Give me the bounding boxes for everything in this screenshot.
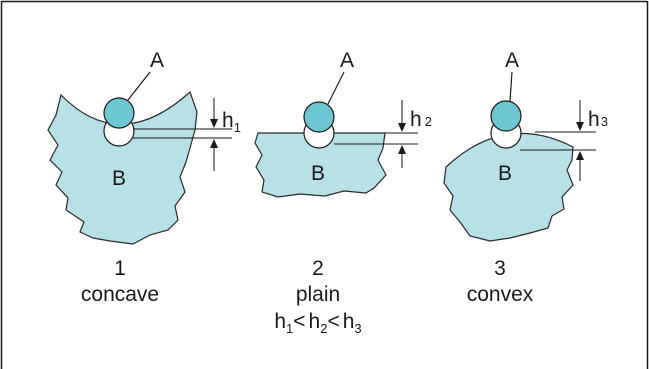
dim-arrowhead-bottom-concave bbox=[210, 139, 218, 148]
dim-arrowhead-bottom-convex bbox=[576, 151, 584, 160]
label-a-plain: A bbox=[340, 49, 354, 72]
panel-number-3: 3 bbox=[494, 257, 506, 280]
panel-convex: A B h3 3 convex bbox=[443, 49, 608, 306]
panel-name-concave: concave bbox=[81, 283, 159, 306]
label-b-convex: B bbox=[498, 162, 512, 185]
dim-arrowhead-bottom-plain bbox=[398, 145, 406, 154]
panel-number-2: 2 bbox=[312, 257, 324, 280]
label-a-convex: A bbox=[505, 49, 519, 72]
dim-label-h3: h3 bbox=[588, 108, 608, 131]
sphere-a-convex bbox=[490, 100, 522, 132]
label-b-plain: B bbox=[311, 162, 325, 185]
leader-a-concave bbox=[127, 71, 151, 101]
panel-name-plain: plain bbox=[296, 283, 340, 306]
sphere-a-concave bbox=[103, 97, 135, 129]
panel-concave: A B h1 1 concave bbox=[47, 49, 241, 306]
label-a-concave: A bbox=[150, 49, 164, 72]
dim-label-h1: h1 bbox=[222, 109, 241, 135]
body-b-convex bbox=[443, 132, 574, 242]
body-b-plain bbox=[254, 132, 387, 198]
leader-a-plain bbox=[327, 71, 345, 105]
relation-h1-h2-h3: h1<h2<h3 bbox=[274, 310, 361, 336]
dim-arrowhead-top-concave bbox=[210, 119, 218, 128]
dim-arrowhead-top-convex bbox=[576, 122, 584, 131]
leader-a-convex bbox=[509, 71, 513, 102]
sphere-a-plain bbox=[303, 101, 335, 133]
label-b-concave: B bbox=[112, 167, 126, 190]
panel-name-convex: convex bbox=[467, 283, 534, 306]
panel-number-1: 1 bbox=[114, 257, 126, 280]
dim-arrowhead-top-plain bbox=[398, 123, 406, 132]
